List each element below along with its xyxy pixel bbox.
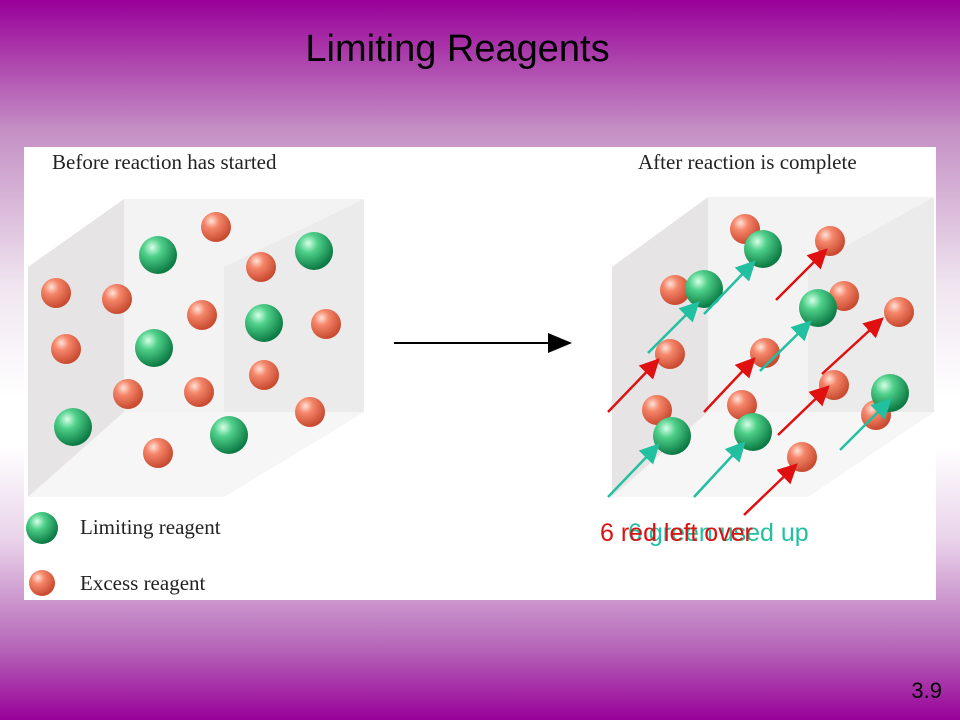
excess-sphere-after-9 <box>642 395 672 425</box>
before-caption: Before reaction has started <box>52 150 277 174</box>
excess-sphere-before-7 <box>51 334 81 364</box>
limiting-sphere-after-5 <box>653 417 691 455</box>
excess-sphere-before-12 <box>143 438 173 468</box>
excess-sphere-after-5 <box>884 297 914 327</box>
legend-green-sphere-icon <box>26 512 58 544</box>
excess-sphere-after-10 <box>727 390 757 420</box>
reaction-svg <box>26 197 934 596</box>
excess-sphere-before-5 <box>187 300 217 330</box>
green-usedup-arrow-6 <box>839 398 892 451</box>
slide-title: Limiting Reagents <box>305 28 610 70</box>
excess-sphere-before-2 <box>246 252 276 282</box>
limiting-sphere-after-3 <box>799 289 837 327</box>
excess-sphere-after-6 <box>655 339 685 369</box>
excess-sphere-after-2 <box>815 226 845 256</box>
green-usedup-arrow-2 <box>647 301 700 354</box>
annotation-arrows <box>607 248 892 516</box>
legend-red-sphere-icon <box>29 570 55 596</box>
annotation-green-used-up: 6 green used up <box>628 519 809 547</box>
limiting-sphere-after-2 <box>685 270 723 308</box>
excess-sphere-after-7 <box>750 338 780 368</box>
red-leftover-arrow-4 <box>777 385 830 436</box>
green-usedup-arrow-3 <box>703 260 756 315</box>
green-usedup-arrow-5 <box>693 441 746 498</box>
red-leftover-arrow-6 <box>743 463 798 516</box>
excess-sphere-before-9 <box>113 379 143 409</box>
legend-excess-label: Excess reagent <box>80 571 206 595</box>
red-leftover-arrow-2 <box>703 357 756 413</box>
after-caption: After reaction is complete <box>638 150 857 174</box>
red-leftover-arrow-3 <box>775 248 828 301</box>
excess-sphere-after-3 <box>660 275 690 305</box>
excess-sphere-before-4 <box>102 284 132 314</box>
green-usedup-arrow-1 <box>607 443 660 498</box>
limiting-sphere-before-2 <box>295 232 333 270</box>
limiting-sphere-before-5 <box>54 408 92 446</box>
slide-number: 3.9 <box>911 678 942 703</box>
limiting-sphere-before-6 <box>210 416 248 454</box>
legend-limiting-label: Limiting reagent <box>80 515 221 539</box>
annotation-red-left-over: 6 red left over <box>600 519 753 547</box>
excess-sphere-before-11 <box>295 397 325 427</box>
reaction-figure: Before reaction has started After reacti… <box>24 147 936 600</box>
red-leftover-arrow-5 <box>821 317 884 375</box>
excess-sphere-before-10 <box>184 377 214 407</box>
excess-sphere-after-12 <box>787 442 817 472</box>
before-molecules <box>41 212 341 468</box>
limiting-sphere-after-1 <box>744 230 782 268</box>
green-usedup-arrow-4 <box>759 320 812 372</box>
excess-sphere-before-6 <box>311 309 341 339</box>
excess-sphere-before-3 <box>41 278 71 308</box>
excess-sphere-after-4 <box>829 281 859 311</box>
excess-sphere-after-8 <box>819 370 849 400</box>
after-molecules <box>642 214 914 472</box>
excess-sphere-before-8 <box>249 360 279 390</box>
limiting-sphere-before-1 <box>139 236 177 274</box>
limiting-sphere-after-6 <box>734 413 772 451</box>
red-leftover-arrow-1 <box>607 358 660 413</box>
limiting-sphere-after-4 <box>871 374 909 412</box>
limiting-sphere-before-3 <box>245 304 283 342</box>
excess-sphere-before-1 <box>201 212 231 242</box>
limiting-sphere-before-4 <box>135 329 173 367</box>
